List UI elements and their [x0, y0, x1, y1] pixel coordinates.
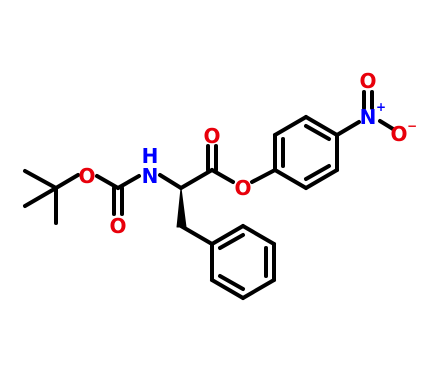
bond-ch2-phenyl: [179, 224, 214, 246]
charge-minus-nitro-o: −: [407, 119, 417, 133]
bond-phenyl-ring-1-inner: [218, 233, 245, 250]
bond-nitro-o-right: [378, 119, 395, 131]
atom-o-boc-ester: O: [78, 164, 95, 188]
bond-aryl-nitro: [335, 120, 361, 137]
bond-carbonyl-ester-o: [210, 168, 235, 184]
wedge-bond-alpha-ch2: [176, 187, 187, 228]
bond-phenyl-ring-5-inner: [218, 274, 245, 291]
bond-ester-o-aryl: [250, 168, 277, 184]
bond-tbu-o: [54, 173, 80, 190]
bond-layer: [23, 90, 395, 300]
bond-o-boc-carbon: [95, 174, 120, 190]
atom-n-nitro: N: [360, 105, 377, 129]
bond-aryl-ring-3-inner: [304, 124, 331, 141]
atom-n-amide: N: [142, 164, 159, 188]
bond-tbu-methyl-1: [23, 169, 58, 190]
bond-phenyl-ring-5: [210, 278, 245, 300]
bond-tbu-methyl-2: [23, 186, 58, 208]
bond-phenyl-ring-1: [210, 224, 245, 246]
bond-aryl-ring-2: [273, 115, 308, 137]
bond-aryl-ring-5-inner: [304, 164, 331, 181]
bond-boc-carbon-n: [116, 174, 141, 190]
atom-o-ester: O: [234, 176, 251, 200]
atom-label-layer: O O H N O O O N + O −: [78, 69, 417, 238]
atom-h-amide: H: [142, 144, 159, 168]
bond-phenyl-ring-2: [241, 224, 276, 246]
bond-n-alpha: [158, 173, 183, 190]
atom-o-nitro-right: O: [390, 122, 407, 146]
atom-o-ester-carbonyl: O: [203, 124, 220, 148]
atom-o-nitro-top: O: [359, 69, 376, 93]
bond-aryl-ring-5: [304, 168, 339, 190]
bond-aryl-ring-3: [304, 115, 339, 137]
bond-alpha-carbonyl: [179, 168, 214, 190]
charge-plus-nitro-n: +: [376, 100, 386, 114]
bond-aryl-ring-6: [273, 168, 308, 190]
bond-phenyl-ring-4: [241, 278, 276, 300]
atom-o-boc-carbonyl: O: [109, 214, 126, 238]
